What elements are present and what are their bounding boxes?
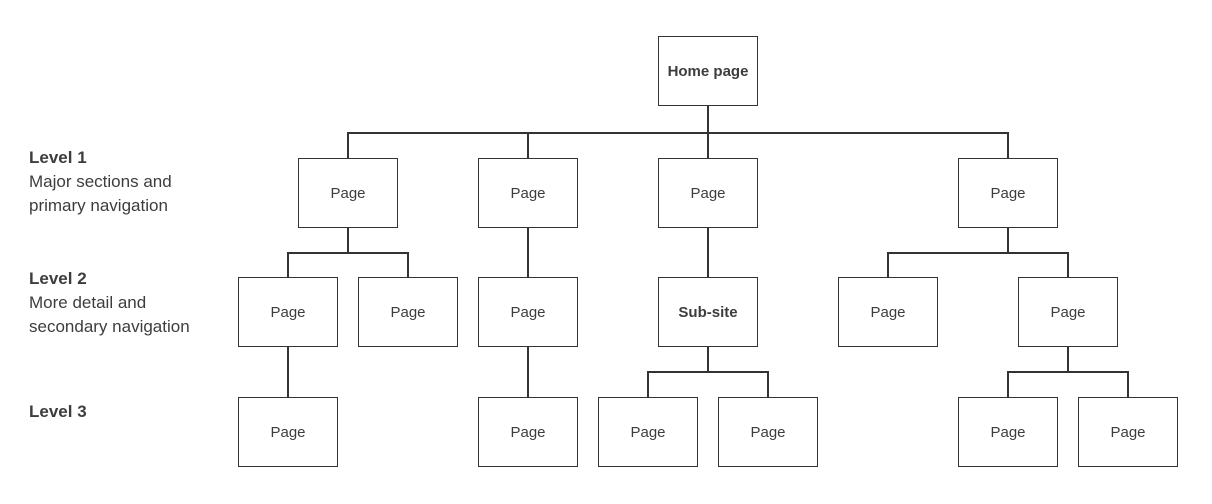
connector-l2-5-drop — [887, 253, 889, 277]
connector-l3-3-drop — [647, 372, 649, 397]
node-label: Page — [990, 423, 1026, 441]
legend-level-1: Level 1 Major sections and primary navig… — [29, 146, 269, 218]
connector-l1-4-stem — [1007, 228, 1009, 253]
connector-l2-3-stem — [527, 347, 529, 397]
node-level1-page-4: Page — [958, 158, 1058, 228]
connector-l1-4-rail — [887, 252, 1069, 254]
legend-level-2: Level 2 More detail and secondary naviga… — [29, 267, 269, 339]
connector-l1-1-stem — [347, 228, 349, 253]
node-level2-sub-site: Sub-site — [658, 277, 758, 347]
node-level3-page-5: Page — [958, 397, 1058, 467]
connector-subsite-rail — [647, 371, 769, 373]
legend-level-2-description-line-2: secondary navigation — [29, 317, 190, 336]
node-label: Sub-site — [678, 303, 738, 321]
node-level3-page-1: Page — [238, 397, 338, 467]
legend-level-1-description-line-1: Major sections and — [29, 172, 172, 191]
node-level1-page-1: Page — [298, 158, 398, 228]
node-label: Page — [510, 303, 546, 321]
node-label: Page — [390, 303, 426, 321]
node-level3-page-2: Page — [478, 397, 578, 467]
node-label: Page — [330, 184, 366, 202]
connector-l2-6-rail — [1007, 371, 1129, 373]
node-label: Page — [510, 423, 546, 441]
node-label: Page — [270, 303, 306, 321]
legend-level-1-description-line-2: primary navigation — [29, 196, 168, 215]
connector-level1-drop-2 — [527, 133, 529, 158]
connector-l3-5-drop — [1007, 372, 1009, 397]
connector-l2-6-drop — [1067, 253, 1069, 277]
connector-l2-6-stem — [1067, 347, 1069, 372]
node-level3-page-3: Page — [598, 397, 698, 467]
connector-l1-2-stem — [527, 228, 529, 277]
node-home-page: Home page — [658, 36, 758, 106]
connector-l1-3-stem — [707, 228, 709, 277]
node-label: Page — [750, 423, 786, 441]
connector-l2-2-drop — [407, 253, 409, 277]
node-level2-page-2: Page — [358, 277, 458, 347]
node-level2-page-5: Page — [838, 277, 938, 347]
connector-l3-4-drop — [767, 372, 769, 397]
node-level2-page-6: Page — [1018, 277, 1118, 347]
node-label: Page — [1050, 303, 1086, 321]
legend-level-3: Level 3 — [29, 400, 269, 424]
legend-level-1-title: Level 1 — [29, 148, 87, 167]
node-label: Page — [690, 184, 726, 202]
connector-home-drop — [707, 106, 709, 158]
node-label: Page — [630, 423, 666, 441]
node-level2-page-3: Page — [478, 277, 578, 347]
legend-level-2-description-line-1: More detail and — [29, 293, 147, 312]
node-level2-page-1: Page — [238, 277, 338, 347]
node-label: Page — [1110, 423, 1146, 441]
node-label: Page — [990, 184, 1026, 202]
legend-level-3-title: Level 3 — [29, 402, 87, 421]
node-level1-page-2: Page — [478, 158, 578, 228]
connector-level1-drop-4 — [1007, 133, 1009, 158]
node-level3-page-4: Page — [718, 397, 818, 467]
connector-level1-drop-1 — [347, 133, 349, 158]
legend-level-2-title: Level 2 — [29, 269, 87, 288]
connector-l2-1-drop — [287, 253, 289, 277]
node-level1-page-3: Page — [658, 158, 758, 228]
connector-l2-1-stem — [287, 347, 289, 397]
connector-l3-6-drop — [1127, 372, 1129, 397]
node-label: Page — [870, 303, 906, 321]
node-label: Home page — [667, 62, 749, 80]
connector-subsite-stem — [707, 347, 709, 372]
connector-level1-rail — [347, 132, 1009, 134]
connector-l1-1-rail — [287, 252, 409, 254]
node-level3-page-6: Page — [1078, 397, 1178, 467]
node-label: Page — [270, 423, 306, 441]
node-label: Page — [510, 184, 546, 202]
